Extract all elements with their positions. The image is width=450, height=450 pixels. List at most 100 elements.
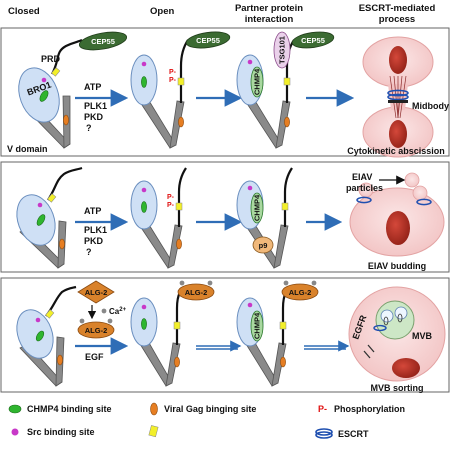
row2-q: ? [86, 247, 92, 257]
alg2-label: ALG-2 [185, 288, 208, 297]
label-cytokinetic-abscission: Cytokinetic abscission [347, 146, 445, 156]
chmp4-label: CHMP4 [253, 312, 262, 339]
gag-binding-site [63, 114, 69, 126]
mvb-cell [348, 286, 446, 382]
alix-open-2 [130, 167, 187, 269]
header-partner: Partner protein [235, 3, 303, 14]
row1-plk1: PLK1 [84, 101, 107, 111]
legend-chmp4: CHMP4 binding site [27, 404, 112, 414]
panel-cytokinesis [0, 27, 450, 157]
alix-partner-3 [236, 291, 287, 387]
chmp4-partner-2: CHMP4 [250, 192, 264, 224]
label-eiav-budding: EIAV budding [368, 261, 426, 271]
header-escrt-2: process [379, 14, 415, 25]
label-prd: PRD [41, 54, 61, 64]
dividing-cell [362, 36, 434, 158]
alix-closed-1 [18, 39, 83, 149]
intraluminal-vesicle [394, 306, 408, 320]
phospho-2b: P- [167, 202, 175, 209]
label-mvb: MVB [412, 331, 433, 341]
chmp4-binding-site [141, 76, 147, 88]
alg2-active: ALG-2 [77, 318, 115, 339]
calcium-ion [101, 308, 107, 314]
alix-open-3 [130, 291, 181, 387]
escrt-ring [373, 324, 387, 332]
row2-atp: ATP [84, 206, 101, 216]
prd-tail [179, 39, 189, 103]
eiav-cell [349, 172, 445, 257]
alg2-label: ALG-2 [85, 288, 108, 297]
nucleus [389, 46, 407, 74]
label-particles: particles [346, 183, 383, 193]
alg2-label: ALG-2 [85, 326, 108, 335]
cep55-partner: CEP55 [291, 31, 335, 49]
row3-egf: EGF [85, 352, 104, 362]
alix-closed-2 [16, 166, 83, 269]
phospho-2a: P- [167, 194, 175, 201]
header-escrt: ESCRT-mediated [359, 3, 436, 14]
intraluminal-vesicle [380, 309, 394, 323]
cep55-label: CEP55 [91, 37, 115, 46]
legend-phos: Phosphorylation [334, 404, 405, 414]
chmp4-binding-site [39, 90, 49, 102]
alix-closed-3 [16, 285, 77, 387]
escrt-ring [416, 198, 432, 206]
nucleus [392, 358, 420, 378]
budding-particle [412, 185, 428, 201]
released-particle [404, 172, 420, 188]
nucleus [389, 120, 407, 148]
src-binding-site [41, 77, 47, 83]
row1-q: ? [86, 123, 92, 133]
src-binding-site [247, 59, 253, 65]
legend: CHMP4 binding site Src binding site Vira… [8, 402, 405, 439]
legend-gag: Viral Gag binging site [164, 404, 256, 414]
panel-eiav [0, 161, 450, 273]
chmp4-label: CHMP4 [253, 194, 262, 221]
legend-src-swatch [11, 428, 19, 436]
chmp4-partner-3: CHMP4 [250, 310, 264, 342]
alg2-label: ALG-2 [289, 288, 312, 297]
header-closed: Closed [8, 6, 40, 17]
chmp4-label: CHMP4 [253, 68, 262, 95]
phospho-1a: P- [169, 69, 177, 76]
label-v-domain: V domain [7, 144, 48, 154]
chmp4-partner-1: CHMP4 [250, 66, 264, 98]
row2-pkd: PKD [84, 236, 104, 246]
tsg101-partner: TSG101 [273, 31, 291, 69]
row2-plk1: PLK1 [84, 225, 107, 235]
row1-pkd: PKD [84, 112, 104, 122]
legend-phos-symbol: P- [318, 404, 327, 414]
tsg101-label: TSG101 [278, 36, 287, 64]
tds-site [51, 67, 61, 77]
legend-src: Src binding site [27, 427, 95, 437]
phospho-1b: P- [169, 77, 177, 84]
alix-open-1 [130, 39, 189, 149]
label-mvb-sorting: MVB sorting [371, 383, 424, 393]
p9-label: p9 [259, 241, 268, 250]
alg2-bound-open: ALG-2 [177, 280, 215, 301]
row1-atp: ATP [84, 82, 101, 92]
header-open: Open [150, 6, 174, 17]
escrt-ring [387, 93, 409, 101]
mvb [375, 300, 415, 340]
p9-partner: p9 [252, 236, 274, 254]
bro1-domain [18, 67, 60, 123]
gag-binding-site [178, 116, 184, 128]
egfr-receptor [363, 350, 371, 359]
tds-site [177, 77, 185, 86]
cep55-label: CEP55 [301, 36, 325, 45]
cep55-open: CEP55 [185, 31, 231, 49]
prd-tail [51, 39, 83, 75]
alg2-inactive: ALG-2 [77, 280, 115, 304]
legend-escrt-swatch [315, 428, 333, 436]
panel-mvb [0, 277, 450, 393]
label-calcium: Ca2+ [109, 307, 127, 316]
egfr-receptor [367, 344, 375, 353]
legend-gag-swatch [150, 402, 158, 416]
legend-green-swatch [8, 404, 22, 414]
escrt-ring [387, 89, 409, 97]
cep55-label: CEP55 [196, 36, 220, 45]
alg2-bound-partner: ALG-2 [281, 280, 319, 301]
